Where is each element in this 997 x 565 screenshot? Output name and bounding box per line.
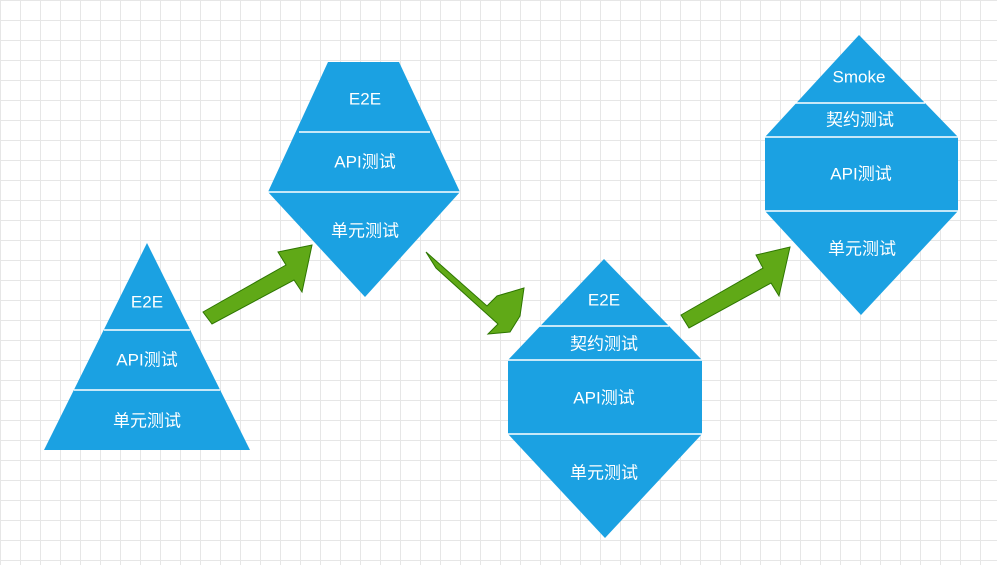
stage-2-shape: [268, 62, 460, 297]
stage-1-layer-api: API测试: [116, 351, 177, 370]
stage-4-layer-contract: 契约测试: [826, 111, 894, 130]
stage-3-diamond: E2E 契约测试 API测试 单元测试: [508, 259, 702, 538]
stage-3-shape: [508, 259, 702, 538]
stage-4-layer-smoke: Smoke: [833, 68, 886, 87]
stage-1-pyramid: E2E API测试 单元测试: [44, 243, 250, 450]
stage-2-layer-api: API测试: [334, 153, 395, 172]
arrow-1: [202, 244, 313, 325]
stage-2-layer-unit: 单元测试: [331, 222, 399, 241]
stage-3-layer-api: API测试: [573, 389, 634, 408]
stage-2-inverted-pyramid: E2E API测试 单元测试: [268, 62, 460, 297]
stage-1-shape: [44, 243, 250, 450]
stage-4-shape: [765, 35, 958, 315]
stage-3-layer-contract: 契约测试: [570, 335, 638, 354]
arrow-2: [425, 251, 525, 335]
stage-2-layer-e2e: E2E: [349, 90, 381, 109]
stage-4-layer-api: API测试: [830, 165, 891, 184]
stage-1-layer-unit: 单元测试: [113, 412, 181, 431]
arrow-3: [680, 246, 791, 329]
stage-3-layer-e2e: E2E: [588, 291, 620, 310]
stage-3-layer-unit: 单元测试: [570, 464, 638, 483]
stage-4-diamond: Smoke 契约测试 API测试 单元测试: [765, 35, 958, 315]
stage-1-layer-e2e: E2E: [131, 293, 163, 312]
stage-4-layer-unit: 单元测试: [828, 240, 896, 259]
